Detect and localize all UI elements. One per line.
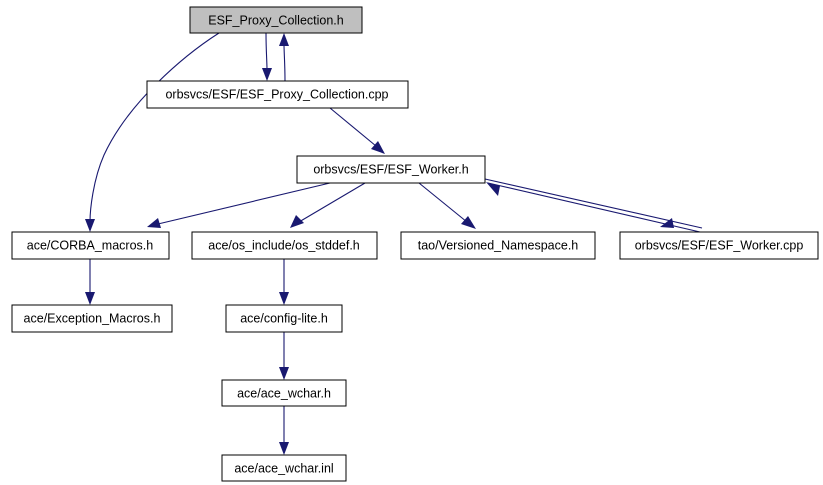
edge-worker-h-to-worker-cpp (484, 178, 703, 229)
edge-proxy-collection-h-to-corba-macros (85, 32, 220, 232)
node-label: ace/config-lite.h (240, 311, 328, 325)
node-ace-ace-wchar-h[interactable]: ace/ace_wchar.h (221, 379, 347, 407)
node-label: orbsvcs/ESF/ESF_Worker.cpp (635, 238, 804, 252)
node-label: ace/ace_wchar.h (237, 386, 331, 400)
node-orbsvcs-esf-proxy-collection-cpp[interactable]: orbsvcs/ESF/ESF_Proxy_Collection.cpp (146, 80, 409, 109)
node-ace-config-lite-h[interactable]: ace/config-lite.h (225, 304, 343, 333)
edge-config-lite-to-ace-wchar-h (279, 332, 289, 380)
node-label: orbsvcs/ESF/ESF_Proxy_Collection.cpp (165, 87, 388, 101)
node-layer: ESF_Proxy_Collection.h orbsvcs/ESF/ESF_P… (11, 6, 819, 482)
edge-worker-h-to-versioned-namespace (418, 182, 476, 229)
node-label: ESF_Proxy_Collection.h (208, 13, 344, 27)
edge-proxy-collection-h-to-cpp (262, 32, 272, 81)
node-ace-exception-macros-h[interactable]: ace/Exception_Macros.h (11, 304, 173, 333)
edge-worker-cpp-to-worker-h (486, 182, 701, 233)
edge-ace-wchar-h-to-inl (279, 406, 289, 455)
node-orbsvcs-esf-worker-cpp[interactable]: orbsvcs/ESF/ESF_Worker.cpp (619, 231, 819, 260)
node-ace-corba-macros-h[interactable]: ace/CORBA_macros.h (11, 231, 170, 260)
node-label: tao/Versioned_Namespace.h (418, 238, 579, 252)
node-ace-ace-wchar-inl[interactable]: ace/ace_wchar.inl (221, 454, 347, 482)
edge-worker-h-to-corba-macros (147, 182, 331, 228)
edge-worker-h-to-os-stddef (290, 182, 366, 228)
edge-layer (85, 32, 703, 455)
node-label: orbsvcs/ESF/ESF_Worker.h (313, 162, 468, 176)
edge-corba-macros-to-exception-macros (85, 259, 95, 305)
node-ace-os-include-os-stddef-h[interactable]: ace/os_include/os_stddef.h (191, 231, 378, 260)
node-orbsvcs-esf-worker-h[interactable]: orbsvcs/ESF/ESF_Worker.h (296, 155, 486, 184)
node-label: ace/ace_wchar.inl (234, 461, 333, 475)
edge-os-stddef-to-config-lite (279, 259, 289, 305)
edge-proxy-collection-cpp-to-h (279, 33, 289, 82)
edge-proxy-collection-cpp-to-worker-h (329, 107, 385, 154)
node-label: ace/Exception_Macros.h (24, 311, 161, 325)
node-tao-versioned-namespace-h[interactable]: tao/Versioned_Namespace.h (400, 231, 596, 260)
node-label: ace/CORBA_macros.h (27, 238, 153, 252)
node-esf-proxy-collection-h[interactable]: ESF_Proxy_Collection.h (189, 6, 363, 34)
node-label: ace/os_include/os_stddef.h (208, 238, 360, 252)
